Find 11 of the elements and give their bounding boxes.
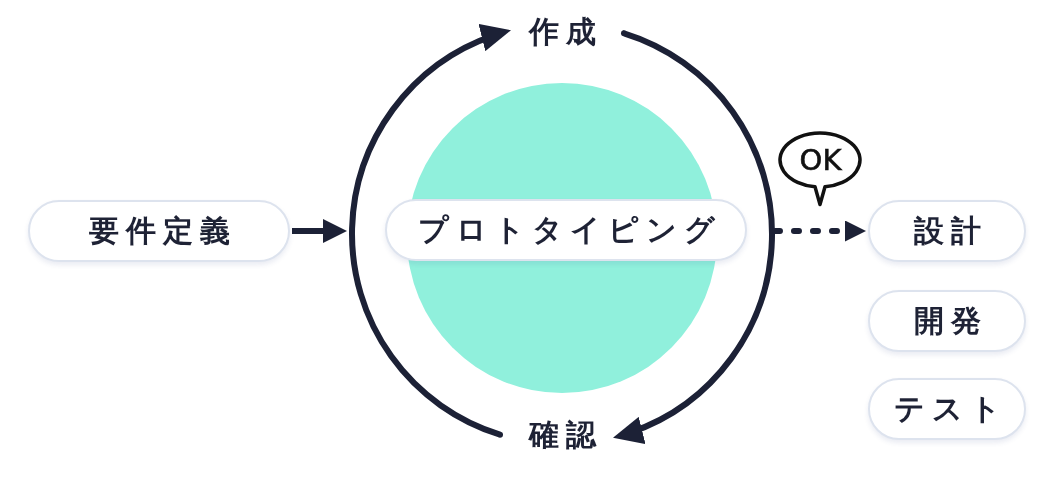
step-label: 確認 [514, 413, 610, 457]
step-label: 作成 [514, 10, 610, 54]
process-box: プロトタイピング [385, 199, 747, 261]
cycle-arrow [349, 26, 514, 438]
process-box: 設計 [868, 200, 1026, 262]
process-box: テスト [868, 378, 1026, 440]
arrow [292, 219, 347, 243]
cycle-arrow [610, 30, 775, 442]
process-box: 開発 [868, 290, 1026, 352]
speech-bubble: OK [778, 131, 863, 207]
process-box: 要件定義 [28, 200, 290, 262]
